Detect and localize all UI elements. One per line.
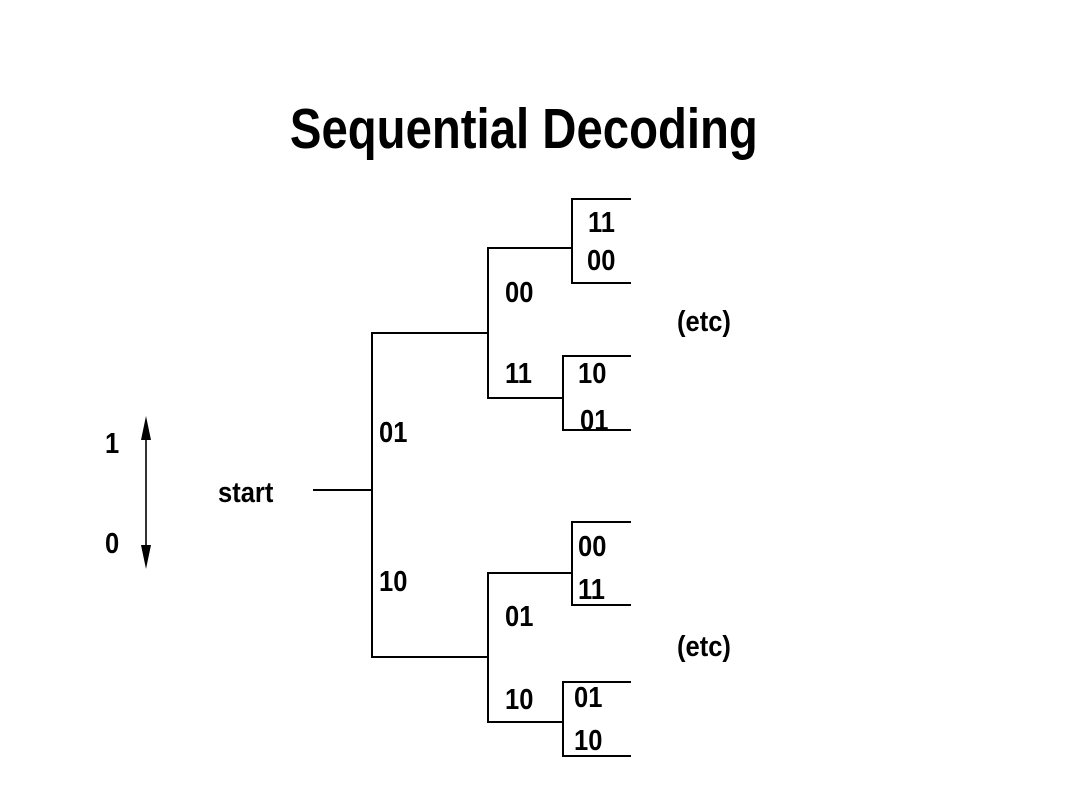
start-connector-line (313, 489, 373, 491)
upper-down-branch-line (487, 397, 564, 399)
branch-label-level1-up: 01 (379, 417, 408, 449)
leaf-label-lower-upper-down: 11 (578, 574, 605, 606)
branch-label-lower-down: 10 (505, 684, 534, 716)
upper-up-branch-line (487, 247, 573, 249)
etc-label-lower: (etc) (677, 631, 731, 663)
lower-fork-vertical-line (487, 572, 489, 723)
lower-lower-up-line (562, 681, 631, 683)
legend-down-bit-label: 0 (105, 528, 120, 560)
start-label: start (218, 477, 274, 509)
upper-fork-vertical-line (487, 247, 489, 399)
lower-lower-down-line (562, 755, 631, 757)
leaf-label-upper-upper-down: 00 (587, 245, 616, 277)
lower-down-branch-line (487, 721, 564, 723)
etc-label-upper: (etc) (677, 306, 731, 338)
legend-up-bit-label: 1 (105, 428, 120, 460)
branch-label-lower-up: 01 (505, 601, 534, 633)
root-fork-vertical-line (371, 332, 373, 658)
lower-up-branch-line (487, 572, 573, 574)
branch-label-level1-down: 10 (379, 566, 408, 598)
upper-lower-up-line (562, 355, 631, 357)
up-down-arrow-icon (141, 416, 151, 569)
leaf-label-lower-upper-up: 00 (578, 531, 607, 563)
branch-down-line (371, 656, 489, 658)
lower-lower-fork-vertical-line (562, 681, 564, 757)
leaf-label-upper-lower-down: 01 (580, 405, 609, 437)
upper-upper-fork-vertical-line (571, 198, 573, 284)
leaf-label-lower-lower-down: 10 (574, 725, 603, 757)
upper-upper-down-line (571, 282, 631, 284)
branch-up-line (371, 332, 489, 334)
leaf-label-upper-lower-up: 10 (578, 358, 607, 390)
lower-upper-up-line (571, 521, 631, 523)
title-container: Sequential Decoding (0, 101, 1076, 158)
lower-upper-fork-vertical-line (571, 521, 573, 606)
leaf-label-lower-lower-up: 01 (574, 682, 603, 714)
branch-label-upper-up: 00 (505, 277, 534, 309)
lower-upper-down-line (571, 604, 631, 606)
leaf-label-upper-upper-up: 11 (588, 207, 615, 239)
branch-label-upper-down: 11 (505, 358, 532, 390)
upper-upper-up-line (571, 198, 631, 200)
upper-lower-down-line (562, 429, 631, 431)
page-title: Sequential Decoding (290, 97, 758, 161)
upper-lower-fork-vertical-line (562, 355, 564, 431)
